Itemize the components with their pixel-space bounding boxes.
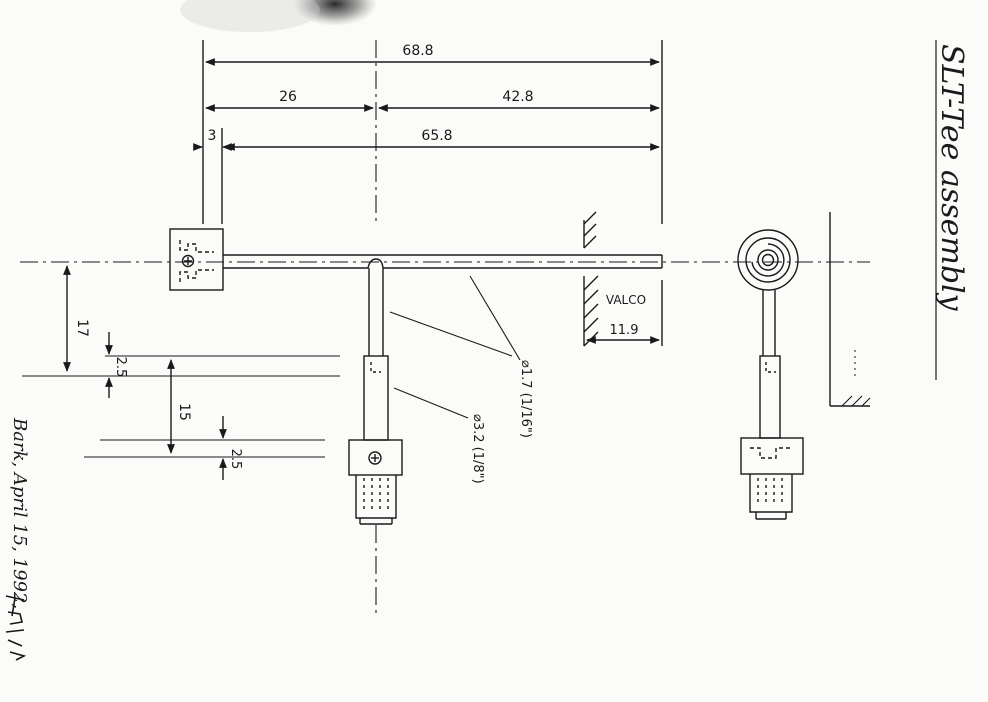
callout-leaders bbox=[389, 275, 521, 419]
dim-valco-label: 11.9 bbox=[610, 323, 639, 338]
center-lines bbox=[20, 40, 870, 616]
dim-collar-lower-label: 2.5 bbox=[228, 449, 243, 470]
dim-collar-upper-label: 2.5 bbox=[113, 357, 128, 378]
dim-left-center-label: 26 bbox=[279, 89, 297, 105]
left-block bbox=[169, 228, 224, 291]
dim-block-label: 3 bbox=[208, 128, 217, 144]
signature-text: Bark, April 15, 1992, bbox=[9, 417, 30, 609]
left-vertical-dimensions bbox=[22, 355, 340, 458]
valco-wall bbox=[583, 211, 599, 347]
dim-tube-label: 65.8 bbox=[421, 128, 452, 144]
callout-stem-diameter: ⌀3.2 (1/8") bbox=[470, 414, 485, 484]
scan-smudge bbox=[180, 0, 377, 32]
valco-label: VALCO bbox=[606, 293, 646, 307]
dim-total-label: 68.8 bbox=[402, 43, 433, 59]
dim-center-right-label: 42.8 bbox=[502, 89, 533, 105]
drawing-title: SLT-Tee assembly bbox=[934, 44, 969, 312]
extension-lines bbox=[202, 40, 663, 224]
callout-tube-diameter: ⌀1.7 (1/16") bbox=[518, 360, 533, 438]
vertical-stem bbox=[348, 258, 403, 525]
side-view-wall bbox=[829, 212, 871, 407]
dim-stem-label: 15 bbox=[176, 403, 192, 421]
dim-vertical-offset-label: 17 bbox=[74, 319, 90, 337]
side-view bbox=[737, 229, 804, 520]
signature-initials bbox=[5, 595, 27, 661]
horizontal-tube bbox=[223, 254, 663, 269]
dimension-valco bbox=[586, 280, 663, 346]
